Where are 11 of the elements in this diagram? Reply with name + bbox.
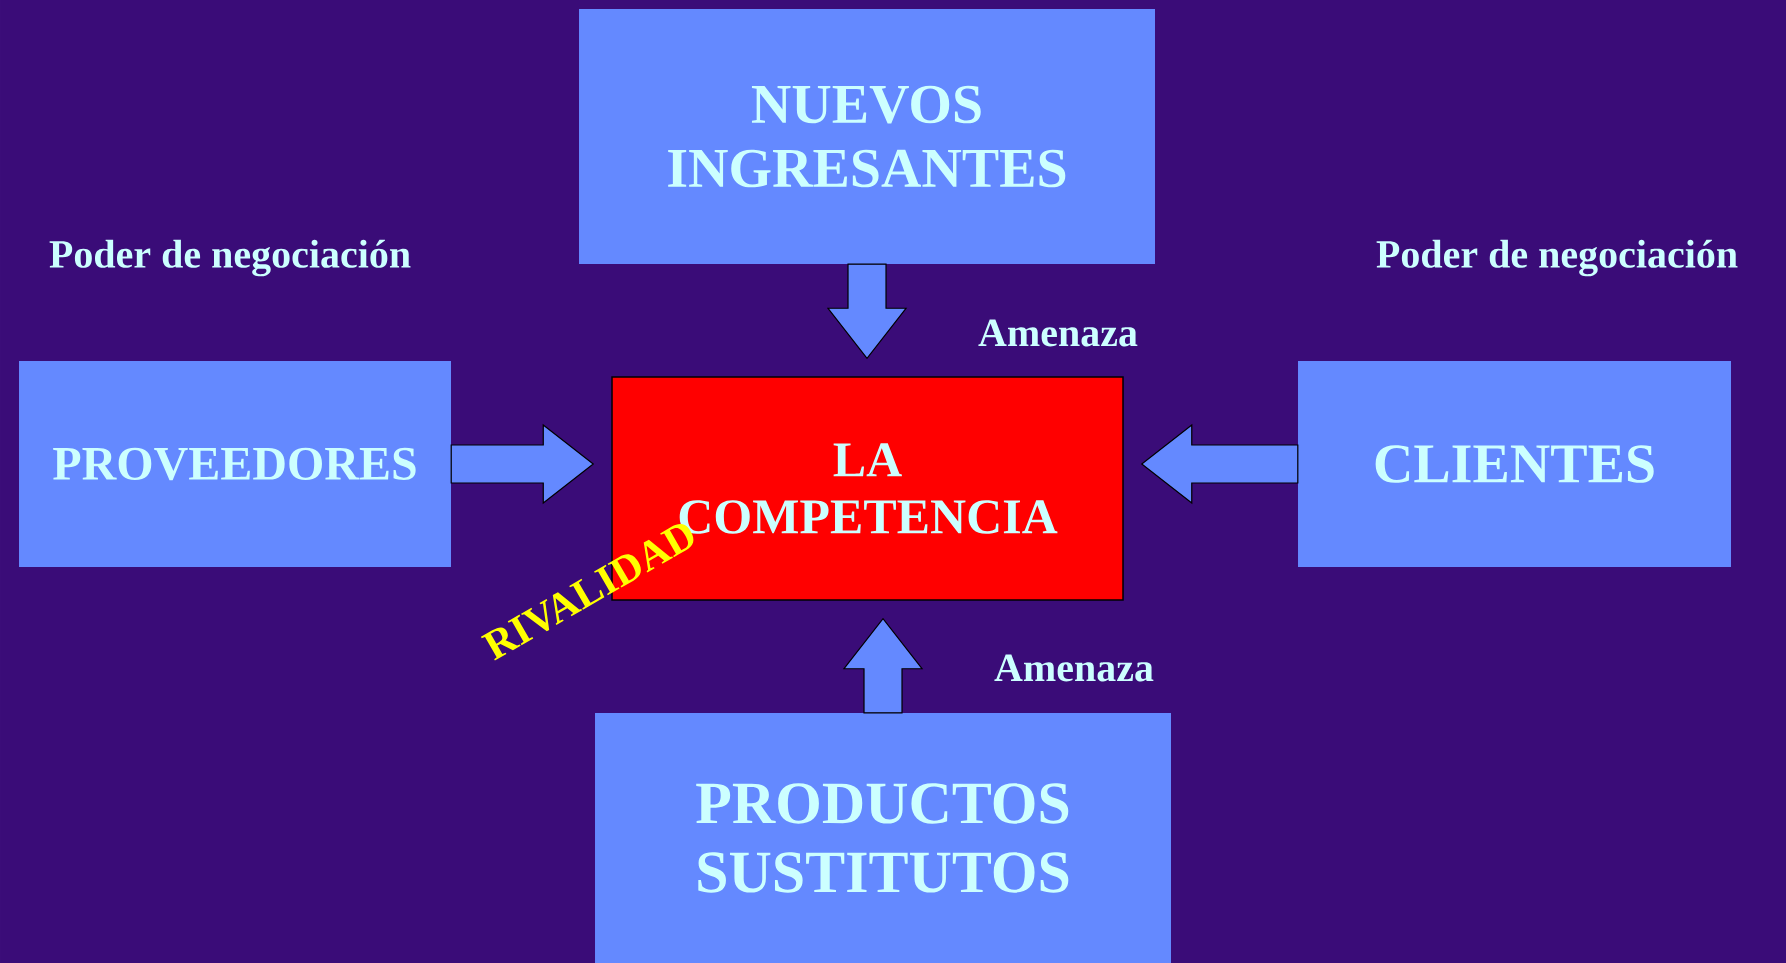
force-box: NUEVOS INGRESANTES xyxy=(579,9,1155,264)
force-label: Amenaza xyxy=(978,319,1138,347)
block-arrow xyxy=(1140,423,1299,505)
force-label: Poder de negociación xyxy=(1376,239,1738,277)
block-arrow xyxy=(826,263,908,360)
block-arrow xyxy=(450,423,595,505)
force-box: PRODUCTOS SUSTITUTOS xyxy=(595,713,1171,963)
force-label: Amenaza xyxy=(994,654,1154,682)
force-box: PROVEEDORES xyxy=(19,361,451,567)
force-box: CLIENTES xyxy=(1298,361,1731,567)
force-label: Poder de negociación xyxy=(49,239,411,277)
